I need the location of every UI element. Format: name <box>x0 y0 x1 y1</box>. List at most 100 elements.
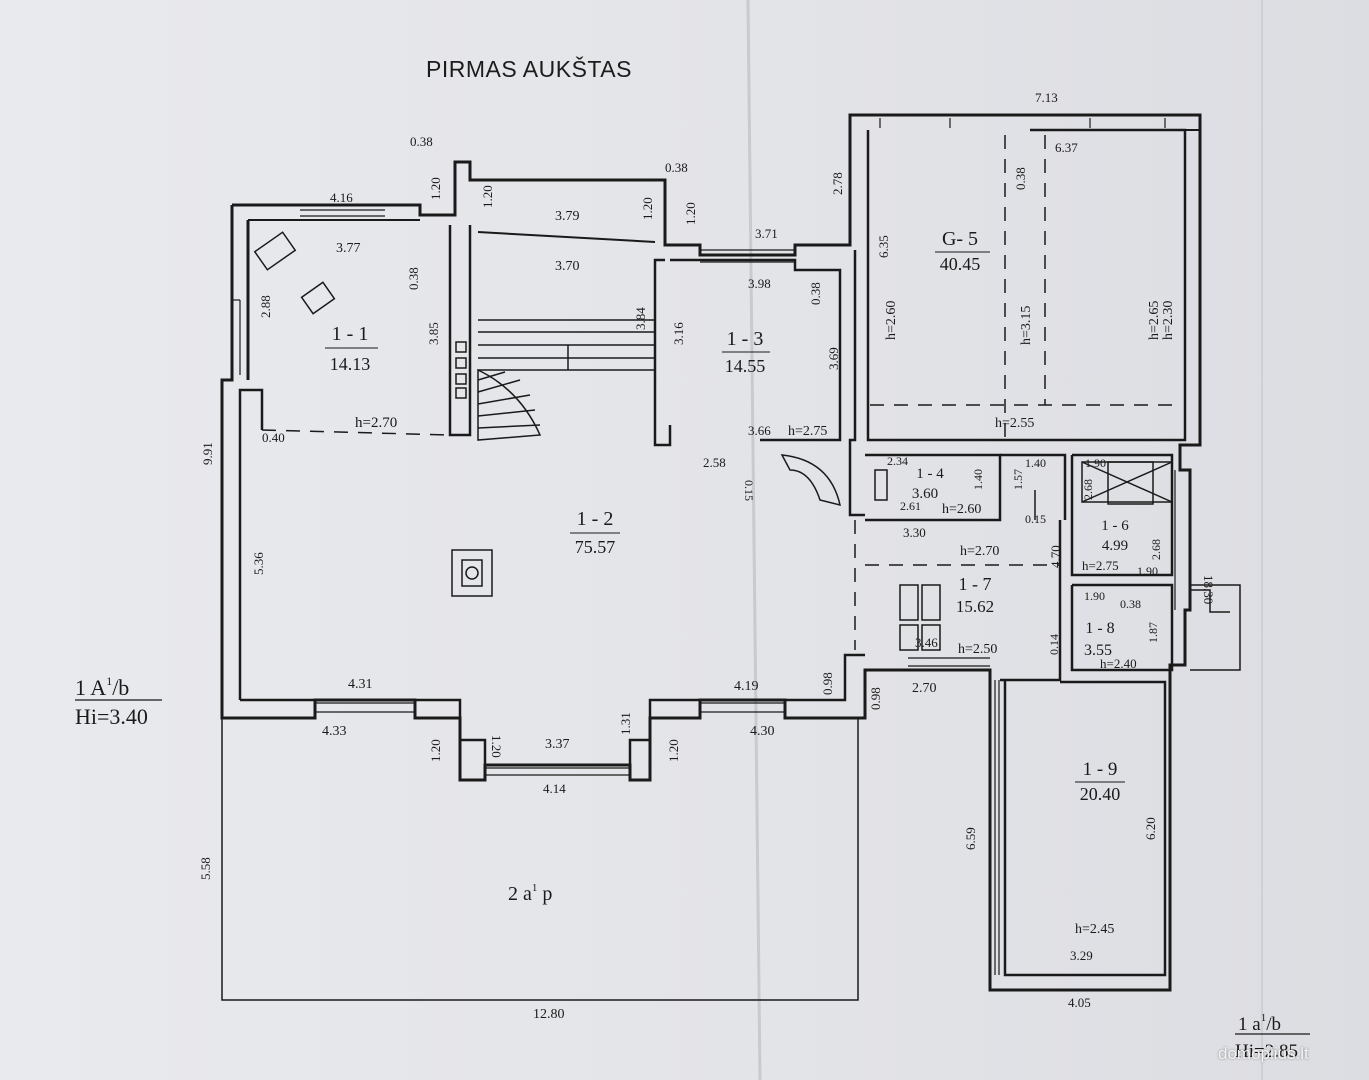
dimension: 2.68 <box>1081 479 1095 500</box>
staircase <box>455 319 655 441</box>
dimension: 0.38 <box>1120 597 1141 611</box>
room-area: 75.57 <box>575 537 616 557</box>
dimension: 4.31 <box>348 677 373 692</box>
dimension: 6.35 <box>876 235 891 258</box>
height-label: h=2.50 <box>958 642 997 657</box>
dimension: 3.37 <box>545 737 570 752</box>
dimension: 3.71 <box>755 226 778 241</box>
block-a-height: Hi=3.40 <box>75 704 148 729</box>
room-number: 1 - 1 <box>332 323 369 345</box>
room-number: 1 - 9 <box>1083 759 1118 780</box>
block-labels: 1 A1/b Hi=3.40 2 a1 p 1 a1/b Hi=2.85 <box>75 674 1310 1062</box>
room-number: 1 - 6 <box>1101 518 1129 534</box>
room-area: 15.62 <box>956 597 994 616</box>
room-number: 1 - 7 <box>959 574 992 594</box>
dimension: 1.20 <box>640 197 655 220</box>
block-b-height: Hi=2.85 <box>1235 1041 1298 1062</box>
dimension: 1.20 <box>683 202 698 225</box>
height-label: h=2.55 <box>995 416 1034 431</box>
room-label-rules <box>325 251 1125 783</box>
dimension: 4.05 <box>1068 995 1091 1010</box>
room-1-7: 1 - 7 15.62 <box>956 574 994 616</box>
dimension: 0.38 <box>665 160 688 175</box>
dimension: 0.15 <box>1025 512 1046 526</box>
room-number: 1 - 8 <box>1085 620 1114 637</box>
height-label: h=2.70 <box>960 544 999 559</box>
dimension: 3.98 <box>748 276 771 291</box>
dimension: 0.40 <box>262 430 285 445</box>
yard-label: 2 a1 p <box>508 882 552 905</box>
block-b-label: 1 a1/b <box>1238 1012 1281 1035</box>
dimension: 18.30 <box>1201 575 1216 604</box>
dimension: 1.20 <box>666 739 681 762</box>
room-number: 1 - 2 <box>577 508 614 530</box>
height-label: h=2.65 <box>1147 301 1162 340</box>
room-1-3: 1 - 3 14.55 <box>725 328 766 376</box>
dimension: 3.85 <box>426 322 441 345</box>
dimension: 6.20 <box>1143 817 1158 840</box>
height-label: h=2.40 <box>1100 656 1137 671</box>
dimension: 1.90 <box>1085 456 1106 470</box>
room-area: 14.13 <box>330 354 371 374</box>
dimension: 1.20 <box>428 177 443 200</box>
room-area: 20.40 <box>1080 784 1121 804</box>
dimension: 2.68 <box>1149 539 1163 560</box>
height-labels: h=2.70 h=2.75 h=2.60 h=3.15 h=2.65 h=2.3… <box>355 301 1176 937</box>
dimension: 0.38 <box>808 282 823 305</box>
walls <box>220 113 1241 1001</box>
dimension: 5.58 <box>198 857 213 880</box>
height-label: h=2.75 <box>1082 558 1119 573</box>
height-label: h=2.30 <box>1161 301 1176 340</box>
room-area: 40.45 <box>940 254 981 274</box>
watermark-logo: domoplius.lt <box>1218 1044 1309 1063</box>
room-labels: 1 - 1 14.13 1 - 2 75.57 1 - 3 14.55 1 - … <box>330 228 1129 804</box>
dimension: 2.88 <box>258 295 273 318</box>
dimension: 0.38 <box>410 134 433 149</box>
dimension: 3.16 <box>671 322 686 345</box>
dimension: 12.80 <box>533 1007 565 1022</box>
dimension: 5.36 <box>251 552 266 575</box>
fixtures <box>253 231 1173 651</box>
dimension: 3.77 <box>336 241 361 256</box>
dimension: 1.20 <box>489 735 504 758</box>
room-number: G- 5 <box>942 228 978 250</box>
room-area: 3.55 <box>1084 642 1112 659</box>
height-label: h=3.15 <box>1019 306 1034 345</box>
room-area: 4.99 <box>1102 538 1128 554</box>
dimension: 1.90 <box>1084 589 1105 603</box>
room-1-1: 1 - 1 14.13 <box>330 323 371 374</box>
dimension: 4.19 <box>734 679 759 694</box>
room-number: 1 - 3 <box>727 328 764 350</box>
dimension: 1.87 <box>1146 622 1160 643</box>
dimension: 0.14 <box>1047 634 1061 655</box>
dimension: 9.91 <box>200 442 215 465</box>
dimension: 0.98 <box>868 687 883 710</box>
room-1-9: 1 - 9 20.40 <box>1080 759 1121 804</box>
height-label: h=2.70 <box>355 415 397 431</box>
room-g-5: G- 5 40.45 <box>940 228 981 274</box>
dimension: 2.58 <box>703 455 726 470</box>
dimension: 3.70 <box>555 259 580 274</box>
dimension: 4.30 <box>750 724 775 739</box>
dimension: 1.40 <box>971 469 985 490</box>
room-1-4: 1 - 4 3.60 <box>912 466 944 502</box>
room-area: 14.55 <box>725 356 766 376</box>
block-a-label: 1 A1/b <box>75 674 129 700</box>
dimension: 1.57 <box>1011 469 1025 490</box>
dimension: 3.69 <box>826 347 841 370</box>
room-1-8: 1 - 8 3.55 <box>1084 620 1115 659</box>
windows <box>231 118 1176 975</box>
dimension: 2.34 <box>887 454 908 468</box>
dimension: 3.46 <box>915 635 938 650</box>
room-1-2: 1 - 2 75.57 <box>575 508 616 557</box>
height-label: h=2.45 <box>1075 922 1114 937</box>
dimension: 3.66 <box>748 423 771 438</box>
dimension: 0.38 <box>406 267 421 290</box>
dimension-labels: 0.38 4.16 1.20 1.20 3.79 1.20 0.38 1.20 … <box>198 90 1216 1022</box>
dimension: 6.59 <box>963 827 978 850</box>
dimension: 3.29 <box>1070 948 1093 963</box>
dimension: 3.84 <box>633 307 648 330</box>
height-label: h=2.60 <box>884 301 899 340</box>
